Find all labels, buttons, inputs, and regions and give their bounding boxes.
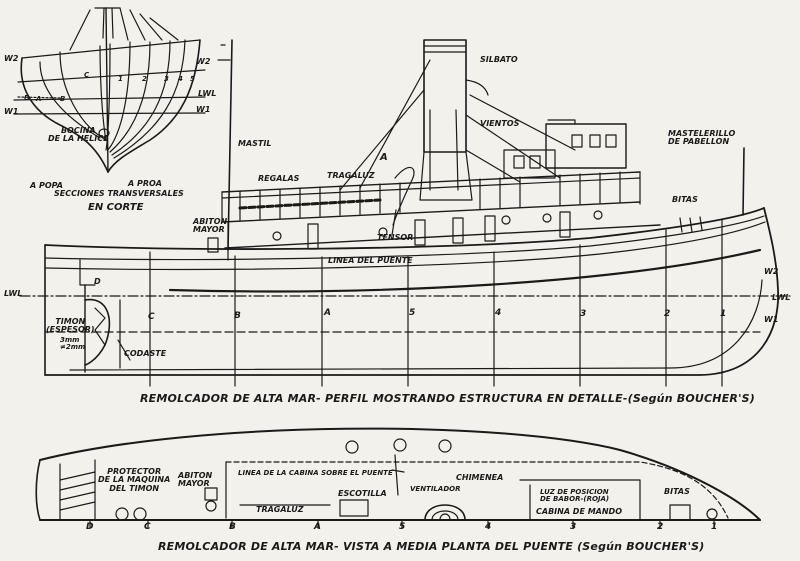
profile-caption: REMOLCADOR DE ALTA MAR- PERFIL MOSTRANDO… bbox=[140, 392, 756, 405]
abiton-mayor-label: ABITON MAYOR bbox=[193, 217, 228, 235]
section-station-4: 4 bbox=[178, 75, 183, 83]
station-d-profile: D bbox=[94, 277, 101, 286]
en-corte-label: EN CORTE bbox=[88, 202, 144, 213]
profile-view bbox=[19, 39, 791, 387]
w1-right-label: W1 bbox=[764, 315, 779, 324]
mastelerillo-label: MASTELERILLO DE PABELLON bbox=[668, 129, 736, 147]
plan-station-4: 4 bbox=[485, 522, 492, 532]
plan-caption: REMOLCADOR DE ALTA MAR- VISTA A MEDIA PL… bbox=[158, 540, 705, 553]
ventilador-label: VENTILADOR bbox=[410, 485, 461, 493]
profile-station-a: A bbox=[324, 308, 331, 318]
protector-label: PROTECTOR DE LA MAQUINA DEL TIMON bbox=[98, 467, 171, 493]
section-station-d: D bbox=[24, 94, 30, 102]
codaste-label: CODASTE bbox=[124, 349, 167, 358]
tensor-label: TENSOR bbox=[377, 233, 414, 242]
bitas-plan-label: BITAS bbox=[664, 487, 690, 496]
linea-puente-label: LINEA DEL PUENTE bbox=[328, 256, 413, 265]
lwl-right-label: LWL bbox=[772, 293, 791, 302]
plan-station-1: 1 bbox=[711, 522, 718, 532]
mastil-label: MASTIL bbox=[238, 139, 272, 148]
section-station-c: C bbox=[84, 71, 90, 79]
plan-station-b: B bbox=[229, 522, 236, 532]
bitas-label-profile: BITAS bbox=[672, 195, 698, 204]
section-station-5: 5 bbox=[190, 75, 195, 83]
profile-station-4: 4 bbox=[495, 308, 502, 318]
luz-posicion-label: LUZ DE POSICION DE BABOR-(ROJA) bbox=[540, 488, 610, 504]
profile-station-b: B bbox=[234, 311, 241, 321]
bocina-label: BOCINA DE LA HELICE bbox=[48, 126, 109, 144]
waterline-w1-left: W1 bbox=[4, 107, 19, 116]
a-popa-label: A POPA bbox=[30, 181, 63, 190]
abiton-mayor-plan-label: ABITON MAYOR bbox=[178, 471, 213, 489]
waterline-w2-right: W2 bbox=[196, 57, 211, 66]
section-station-a: A bbox=[36, 95, 42, 103]
transverse-sections bbox=[13, 7, 206, 173]
w2-right-label: W2 bbox=[764, 267, 779, 276]
plan-station-d: D bbox=[86, 522, 94, 532]
tragaluz-label-profile: TRAGALUZ bbox=[327, 171, 375, 180]
profile-station-c: C bbox=[148, 312, 155, 322]
plan-station-c: C bbox=[144, 522, 151, 532]
waterline-w1-right: W1 bbox=[196, 105, 211, 114]
cabina-mando-label: CABINA DE MANDO bbox=[536, 507, 622, 516]
lwl-left-label: LWL bbox=[4, 289, 23, 298]
regalas-label: REGALAS bbox=[258, 174, 300, 183]
profile-station-5: 5 bbox=[409, 308, 416, 318]
vientos-label: VIENTOS bbox=[480, 119, 520, 128]
plan-station-a: A bbox=[314, 522, 321, 532]
profile-station-1: 1 bbox=[720, 309, 727, 319]
chimenea-label: CHIMENEA bbox=[456, 473, 504, 482]
escotilla-label: ESCOTILLA bbox=[338, 489, 387, 498]
silbato-label: SILBATO bbox=[480, 55, 518, 64]
a-tensor-label: A bbox=[380, 152, 388, 163]
section-station-3: 3 bbox=[164, 75, 169, 83]
section-station-2: 2 bbox=[142, 75, 147, 83]
waterline-w2-left: W2 bbox=[4, 54, 19, 63]
plan-station-3: 3 bbox=[570, 522, 577, 532]
profile-station-2: 2 bbox=[664, 309, 671, 319]
section-station-b: B bbox=[60, 95, 66, 103]
linea-cabina-label: LINEA DE LA CABINA SOBRE EL PUENTE bbox=[238, 469, 393, 477]
profile-station-3: 3 bbox=[580, 309, 587, 319]
waterline-lwl: LWL bbox=[198, 89, 217, 98]
section-station-1: 1 bbox=[118, 75, 123, 83]
a-proa-label: A PROA bbox=[128, 179, 162, 188]
tragaluz-label-plan: TRAGALUZ bbox=[256, 505, 304, 514]
plan-station-2: 2 bbox=[657, 522, 664, 532]
timon-thickness-label: 3mm ≠2mm bbox=[60, 336, 86, 352]
secciones-label: SECCIONES TRANSVERSALES bbox=[54, 189, 184, 198]
timon-label: TIMON (ESPESOR) bbox=[46, 317, 95, 335]
plan-view bbox=[35, 427, 761, 529]
plan-station-5: 5 bbox=[399, 522, 406, 532]
